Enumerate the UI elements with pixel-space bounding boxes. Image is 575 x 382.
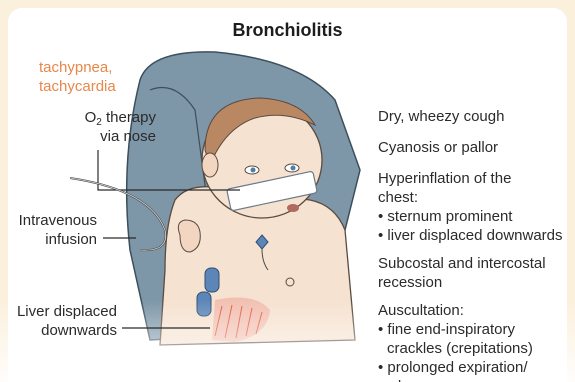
label-hyperinflation: Hyperinflation of the: [378, 169, 511, 188]
bullet-crepitations: crackles (crepitations): [387, 339, 533, 358]
label-tachypnea: tachypnea,: [39, 58, 112, 77]
infant-ear: [202, 153, 218, 177]
ecg-electrode-left: [205, 268, 219, 292]
diagram-title: Bronchiolitis: [0, 20, 575, 41]
label-auscultation: Auscultation:: [378, 301, 464, 320]
label-via-nose: via nose: [0, 127, 156, 146]
label-cyanosis: Cyanosis or pallor: [378, 138, 498, 157]
label-infusion: infusion: [0, 230, 97, 249]
infant-mouth: [287, 204, 299, 212]
bullet-liver-displaced: • liver displaced downwards: [378, 226, 563, 245]
bullet-fine-crackles: • fine end-inspiratory: [378, 320, 515, 339]
bullet-prolonged-expiration: • prolonged expiration/: [378, 358, 528, 377]
label-downwards: downwards: [0, 321, 117, 340]
label-dry-wheezy-cough: Dry, wheezy cough: [378, 107, 504, 126]
label-chest: chest:: [378, 188, 418, 207]
bullet-sternum-prominent: • sternum prominent: [378, 207, 512, 226]
label-intravenous: Intravenous: [0, 211, 97, 230]
infant-hand: [178, 220, 200, 252]
label-subcostal-intercostal: Subcostal and intercostal: [378, 254, 546, 273]
label-recession: recession: [378, 273, 442, 292]
label-tachycardia: tachycardia: [39, 77, 116, 96]
bullet-wheeze: wheeze: [387, 377, 439, 382]
label-liver-displaced: Liver displaced: [0, 302, 117, 321]
